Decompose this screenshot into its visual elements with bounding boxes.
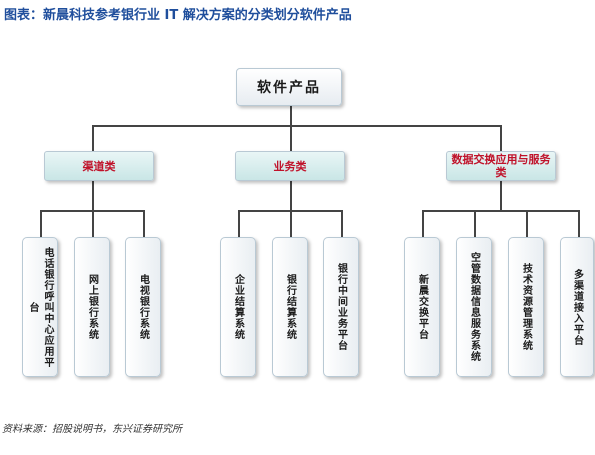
leaf-exchange-platform: 新晨交换平台 [404,237,440,377]
connector-cat2-down [290,181,292,211]
leaf-tv-banking: 电视银行系统 [125,237,161,377]
connector-cat3-up [500,125,502,151]
connector-leaf8 [474,210,476,237]
leaf-bank-settlement: 银行结算系统 [272,237,308,377]
connector-cat2-up [290,125,292,151]
category-business: 业务类 [235,151,345,181]
connector-cat3-bar [422,210,579,212]
connector-cat1-up [92,125,94,151]
leaf-multi-channel-access: 多渠道接入平台 [560,237,594,377]
leaf-online-banking: 网上银行系统 [74,237,110,377]
figure-title: 图表：新晨科技参考银行业 IT 解决方案的分类划分软件产品 [4,8,352,23]
leaf-call-center-platform: 电话银行呼叫中心应用平台 [22,237,58,377]
connector-leaf3 [143,210,145,237]
leaf-enterprise-settlement: 企业结算系统 [220,237,256,377]
connector-leaf5 [290,210,292,237]
connector-top-bar [92,125,501,127]
leaf-air-traffic-data-service: 空管数据信息服务系统 [456,237,492,377]
connector-leaf2 [92,210,94,237]
connector-root-down [290,106,292,126]
category-channel: 渠道类 [44,151,154,181]
root-node: 软件产品 [236,68,342,106]
connector-leaf1 [40,210,42,237]
connector-leaf4 [238,210,240,237]
connector-leaf10 [578,210,580,237]
leaf-tech-resource-management: 技术资源管理系统 [508,237,544,377]
connector-cat1-down [92,181,94,211]
category-data-exchange: 数据交换应用与服务类 [446,151,556,181]
leaf-intermediary-business: 银行中间业务平台 [323,237,359,377]
connector-leaf6 [341,210,343,237]
source-note: 资料来源：招股说明书，东兴证券研究所 [2,424,182,435]
connector-leaf7 [422,210,424,237]
connector-cat3-down [500,181,502,211]
connector-leaf9 [526,210,528,237]
